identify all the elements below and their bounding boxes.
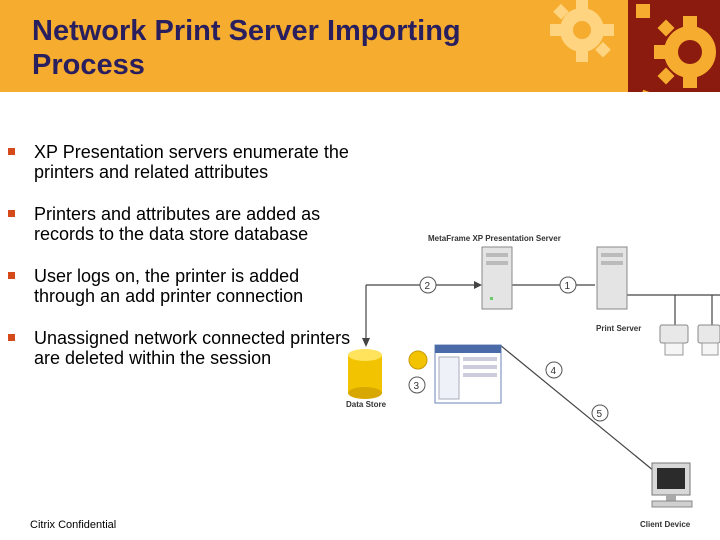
print-server-icon	[596, 246, 628, 310]
bullet-marker-icon	[8, 272, 15, 279]
bullet-marker-icon	[8, 210, 15, 217]
client-device-label: Client Device	[640, 520, 691, 529]
step-marker-4: 4	[545, 361, 563, 379]
printer-icon	[697, 324, 720, 356]
gears-logo-icon	[540, 0, 720, 92]
bullet-marker-icon	[8, 334, 15, 341]
print-server-label: Print Server	[596, 324, 641, 333]
database-record-icon	[408, 350, 428, 370]
svg-text:3: 3	[414, 381, 420, 392]
client-device-icon	[651, 462, 693, 508]
bullet-text: Printers and attributes are added as rec…	[34, 204, 321, 244]
step-marker-1: 1	[559, 276, 577, 294]
svg-text:4: 4	[551, 366, 557, 377]
printing-diagram: MetaFrame XP Presentation Server Print S…	[346, 234, 720, 529]
svg-text:5: 5	[597, 409, 603, 420]
printer-icon	[659, 324, 689, 356]
bullet-text: XP Presentation servers enumerate the pr…	[34, 142, 349, 182]
slide-title: Network Print Server Importing Process	[32, 15, 461, 81]
step-marker-3: 3	[408, 376, 426, 394]
step-marker-5: 5	[591, 404, 609, 422]
session-window-icon	[434, 344, 502, 404]
presentation-server-label: MetaFrame XP Presentation Server	[428, 234, 561, 243]
bullet-marker-icon	[8, 148, 15, 155]
bullet-text: User logs on, the printer is added throu…	[34, 266, 304, 306]
data-store-label: Data Store	[346, 400, 387, 409]
svg-text:2: 2	[425, 281, 431, 292]
bullet-text: Unassigned network connected printers ar…	[34, 328, 351, 368]
footer-confidential: Citrix Confidential	[30, 519, 117, 531]
presentation-server-icon	[481, 246, 513, 310]
svg-text:1: 1	[565, 281, 571, 292]
title-bar: Network Print Server Importing Process	[0, 0, 720, 92]
step-marker-2: 2	[419, 276, 437, 294]
data-store-icon	[348, 349, 382, 399]
